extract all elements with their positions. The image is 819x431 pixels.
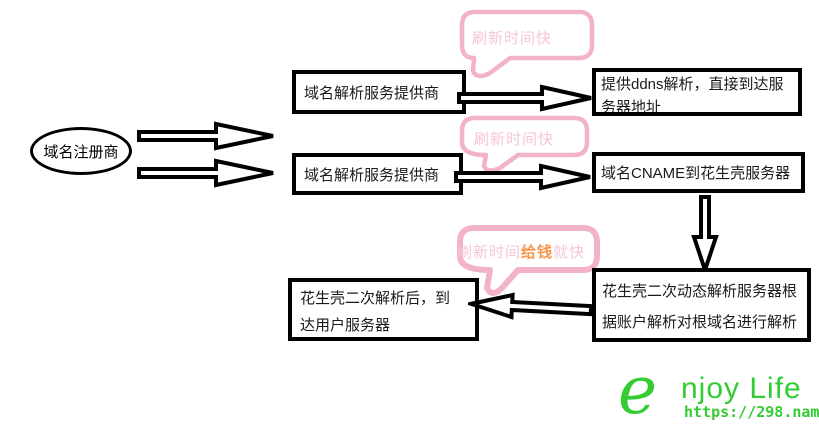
arrow-down-icon: [691, 195, 719, 273]
logo-name: njoy Life: [681, 372, 802, 405]
speech-bubble-icon: [459, 9, 595, 79]
node-ddns-resolution: 提供ddns解析，直接到达服 务器地址: [592, 68, 802, 116]
logo-url: https://298.name: [684, 403, 819, 421]
bubble-text-prefix: 刷新时间: [457, 244, 522, 261]
node-text-line: 花生壳二次动态解析服务器根: [602, 283, 798, 300]
arrow-right-icon: [457, 84, 592, 112]
logo-e-icon: e: [618, 352, 658, 429]
node-text-line: 达用户服务器: [300, 317, 391, 334]
node-oray-dynamic-resolution: 花生壳二次动态解析服务器根 据账户解析对根域名进行解析: [592, 268, 811, 342]
arrow-left-icon: [467, 292, 594, 320]
bubble-label: 刷新时间快: [474, 131, 555, 148]
node-dns-provider-2: 域名解析服务提供商: [292, 153, 463, 195]
bubble-text-highlight: 给钱: [521, 244, 554, 261]
node-cname-oray: 域名CNAME到花生壳服务器: [592, 152, 805, 193]
arrow-right-icon: [137, 158, 274, 188]
speech-bubble-icon: [459, 115, 590, 173]
node-domain-registrar: 域名注册商: [30, 127, 132, 175]
node-text-line: 花生壳二次解析后，到: [300, 290, 451, 307]
node-oray-second-resolution-result: 花生壳二次解析后，到 达用户服务器: [288, 278, 479, 341]
node-dns-provider-1: 域名解析服务提供商: [292, 70, 466, 114]
bubble-label: 刷新时间快: [472, 30, 553, 47]
arrow-right-icon: [454, 163, 591, 191]
node-text-line: 据账户解析对根域名进行解析: [602, 314, 798, 331]
bubble-label: 刷新时间给钱就快: [457, 241, 585, 262]
arrow-right-icon: [137, 121, 274, 151]
node-text-line: 务器地址: [601, 99, 662, 116]
node-text-line: 提供ddns解析，直接到达服: [601, 76, 784, 93]
speech-bubble-icon: [457, 225, 600, 296]
bubble-text-suffix: 就快: [553, 244, 586, 261]
